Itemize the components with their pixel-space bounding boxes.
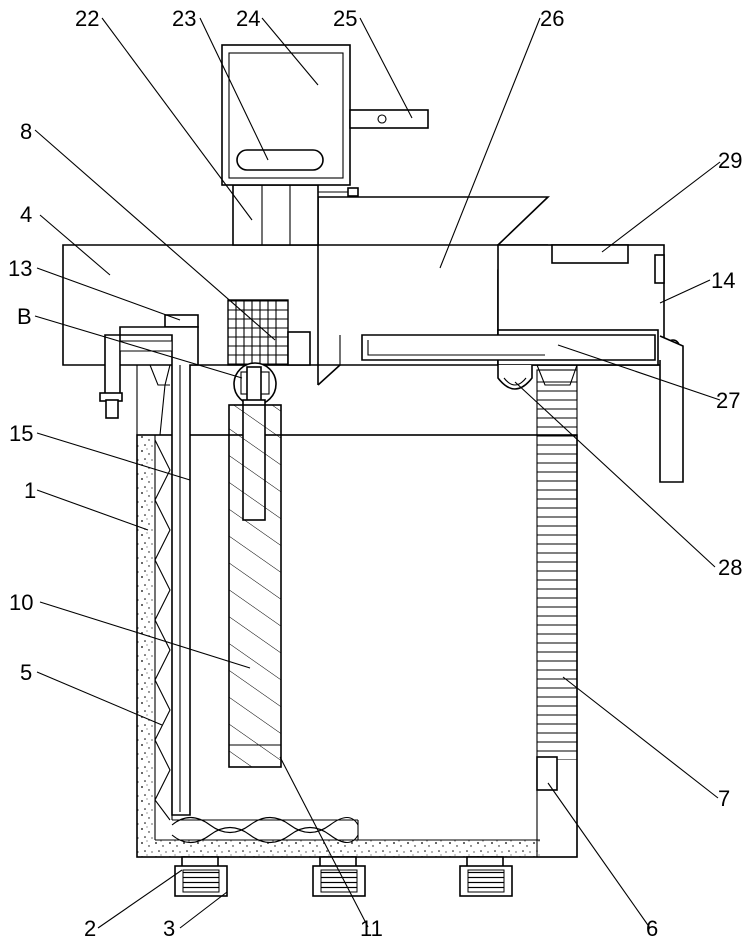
label-5: 5 xyxy=(20,660,32,685)
label-4: 4 xyxy=(20,202,32,227)
label-14: 14 xyxy=(711,268,735,293)
label-24: 24 xyxy=(236,6,260,31)
label-10: 10 xyxy=(9,590,33,615)
label-13: 13 xyxy=(8,256,32,281)
label-3: 3 xyxy=(163,916,175,941)
label-7: 7 xyxy=(718,786,730,811)
label-2: 2 xyxy=(84,916,96,941)
top-lid xyxy=(63,197,683,482)
label-26: 26 xyxy=(540,6,564,31)
stirrer-assembly xyxy=(228,300,310,767)
label-6: 6 xyxy=(646,916,658,941)
label-1: 1 xyxy=(24,478,36,503)
label-23: 23 xyxy=(172,6,196,31)
part-labels: 22 23 24 25 26 8 29 4 13 14 B 27 15 1 28… xyxy=(8,6,742,941)
level-sensor xyxy=(537,757,557,790)
label-B: B xyxy=(17,304,32,329)
label-29: 29 xyxy=(718,148,742,173)
support-feet xyxy=(175,857,512,896)
label-22: 22 xyxy=(75,6,99,31)
label-27: 27 xyxy=(716,388,740,413)
label-15: 15 xyxy=(9,421,33,446)
label-25: 25 xyxy=(333,6,357,31)
label-8: 8 xyxy=(20,119,32,144)
label-11: 11 xyxy=(360,916,383,941)
label-28: 28 xyxy=(718,555,742,580)
tank-body xyxy=(137,370,577,857)
top-motor-box xyxy=(222,45,428,245)
